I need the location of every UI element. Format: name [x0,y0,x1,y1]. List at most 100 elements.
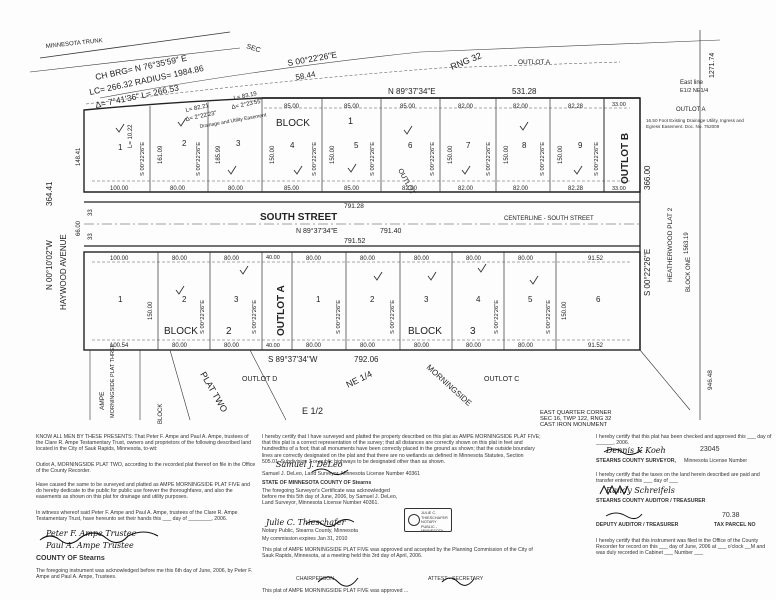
upper-top-dim-8: 82.00 [513,104,529,110]
chair-signature [317,576,359,587]
upper-bottom-dim-1: 100.00 [110,186,129,192]
lower-bearing-r5: S 00°22'26"E [546,300,552,334]
lower-bottom-dim-l2: 80.00 [172,343,188,349]
lower-top-dims: 100.00 80.00 80.00 40.00 80.00 80.00 80.… [110,255,604,262]
notary-seal: JULIE C. THIESCHAFER NOTARY PUBLIC - MIN… [404,508,452,533]
morningside-three: MORNINGSIDE PLAT THREE [110,343,116,418]
dist-1271: 1271.74 [709,53,716,78]
cert-right-lic: Minnesota License Number [684,458,748,464]
cert-left-trustee-signature-2: Paul A. Ampe Trustee [46,541,134,550]
cert-left-p3: Have caused the same to be surveyed and … [36,482,251,501]
cert-right-deputy: DEPUTY AUDITOR / TREASURER [596,522,679,528]
cert-right-tax-num: 70.38 [722,512,740,519]
upper-side-4: 150.00 [270,145,276,164]
south-boundary: S 89°37'34"W 792.06 [268,355,379,364]
existing-easement-note: 16.50 Foot Existing Drainage Utility, In… [646,118,744,129]
lower-bottom-dim-r6: 91.52 [588,343,604,349]
east-boundary: S 00°22'26"E 366.00 HEATHERWOOD PLAT 2 1… [639,98,714,420]
cert-mid-p1: I hereby certify that I have surveyed an… [262,434,541,465]
street-dist-center: 791.40 [380,228,402,235]
deputy-signature [605,512,643,520]
left-dist-33b: 33 [88,233,94,240]
lower-top-dim-l1: 100.00 [110,256,129,262]
east-bearing: S 00°22'26"E [643,249,652,296]
upper-lot-5: 5 [354,141,359,150]
lower-top-dim-r3: 80.00 [414,256,430,262]
lower-bottom-dim-l1: 100.54 [110,343,129,349]
street-dist-bottom: 791.52 [344,238,366,245]
lower-right-lot-1: 1 [316,295,321,304]
cert-mid-notary-signature: Julie C. Thieschafer [266,518,346,527]
upper-top-dim-5: 85.00 [344,104,360,110]
east-line-label: East line [680,80,704,86]
cert-mid-p4: This plat of AMPE MORNINGSIDE PLAT FIVE … [262,547,533,560]
upper-bottom-dim-7: 82.00 [458,186,474,192]
lower-bottom-dim-r5: 80.00 [518,343,534,349]
notary-signature [305,519,355,528]
cert-right-auditor: STEARNS COUNTY AUDITOR / TREASURER [596,498,706,504]
lower-bearing-r1: S 00°22'26"E [336,300,342,334]
lower-right-lot-3: 3 [424,295,429,304]
upper-side-1: L= 10.22 [128,124,134,148]
seal-emblem-icon [408,514,420,526]
lower-right-lot-2: 2 [370,295,375,304]
cert-mid-notary: Notary Public, Stearns County, Minnesota [262,528,358,534]
cert-right-p1: I hereby certify that this plat has been… [596,434,772,447]
upper-side-8: 150.00 [504,145,510,164]
outlot-b-bottom-dim: 33.00 [612,186,626,192]
south-dist: 792.06 [354,355,379,364]
upper-bearing-5: S 00°22'26"E [370,142,376,176]
cert-left-p4: In witness whereof said Peter F. Ampe an… [36,510,238,523]
left-dist2: 148.41 [76,147,82,166]
cert-mid-p5: This plat of AMPE MORNINGSIDE PLAT FIVE … [262,588,409,594]
lower-top-dim-r2: 80.00 [360,256,376,262]
lower-block-left-num: 2 [226,326,232,337]
lower-left-lot-3: 3 [234,295,239,304]
upper-bottom-dim-5: 85.00 [344,186,360,192]
east-dist: 366.00 [643,165,652,190]
lower-side-labels: 150.00 S 00°22'26"E S 00°22'26"E S 00°22… [148,300,568,334]
cert-right-surveyor-signature: Dennis K Koeh [606,446,666,455]
cert-right-tax: TAX PARCEL NO [714,522,756,528]
lower-bottom-dim-r4: 80.00 [466,343,482,349]
checkmarks [115,117,583,295]
outlot-b-top-dim: 33.00 [612,102,626,108]
upper-lot-4: 4 [290,141,295,150]
upper-bearing-4: S 00°22'26"E [312,142,318,176]
lower-outlot-a: OUTLOT A [276,285,287,336]
lower-top-dim-r6: 91.52 [588,256,604,262]
left-dist-33a: 33 [88,209,94,216]
street-bearing: N 89°37'34"E [296,227,338,235]
upper-side-9: 150.00 [558,145,564,164]
upper-bottom-dim-9: 82.28 [568,186,584,192]
outlot-c: OUTLOT C [484,376,519,383]
lower-bottom-dim-l3: 80.00 [224,343,240,349]
block-one: BLOCK ONE [686,257,692,292]
cert-right-p3: I hereby certify that this instrument wa… [596,538,766,557]
upper-bearing-8: S 00°22'26"E [540,142,546,176]
upper-bottom-dim-6: 82.00 [402,186,418,192]
lower-bearing-r2: S 00°22'26"E [390,300,396,334]
upper-top-dim-9: 82.28 [568,104,584,110]
upper-block-label: BLOCK [276,118,310,129]
upper-bottom-dim-2: 80.00 [170,186,186,192]
lower-top-dim-r1: 80.00 [306,256,322,262]
haywood-avenue: HAYWOOD AVENUE [59,234,68,310]
lower-block-left-label: BLOCK [164,326,198,337]
cert-right-lic-num: 23045 [700,446,720,453]
cert-left-p6: The foregoing instrument was acknowledge… [36,568,253,581]
upper-bearing-2: S 00°22'26"E [196,142,202,176]
corner-note-2: SEC 16, TWP 122, RNG 32 [540,416,611,422]
north-bearing: N 89°37'34"E [388,87,436,96]
cert-right-p2: I hereby certify that the taxes on the l… [596,472,760,485]
cert-right-auditor-signature: Randy Schreifels [606,486,675,495]
cert-mid-p3: The foregoing Surveyor's Certificate was… [262,488,398,507]
upper-lot-1: 1 [118,143,123,152]
upper-bottom-dim-3: 80.00 [228,186,244,192]
cert-right-surveyor: STEARNS COUNTY SURVEYOR, [596,458,676,464]
left-bearing: N 00°10'02"W [45,240,54,290]
lower-right-lot-6: 6 [596,295,601,304]
lower-bottom-dim-r3: 80.00 [414,343,430,349]
street-dist-top: 791.28 [344,203,364,210]
